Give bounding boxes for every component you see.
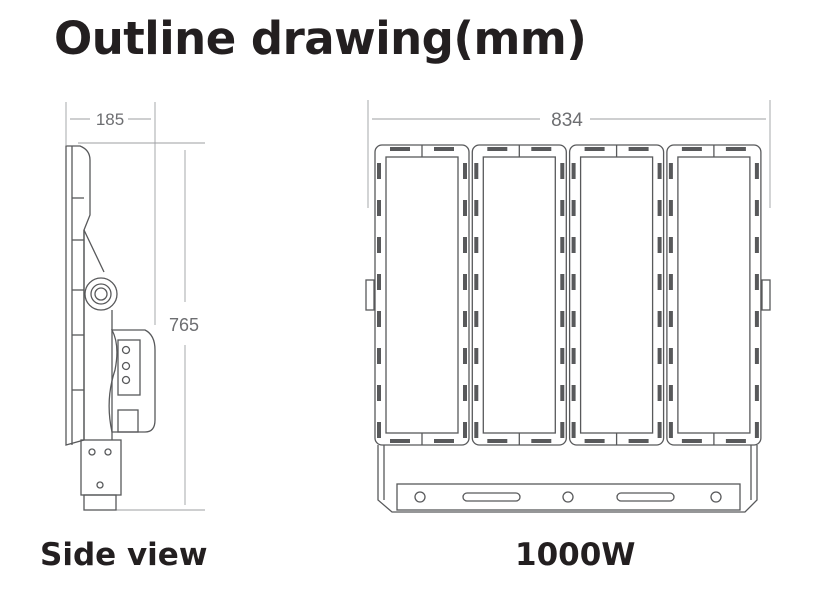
clamp [463, 348, 467, 364]
clamp [474, 163, 479, 179]
clamp [474, 422, 479, 438]
clamp [571, 348, 576, 364]
clamp [668, 385, 673, 401]
clamp [474, 348, 479, 364]
front-width-dimension: 834 [551, 110, 583, 131]
clamp [657, 274, 662, 290]
clamp [584, 439, 605, 443]
led-module [666, 144, 762, 446]
clamp [377, 200, 381, 216]
clamp [434, 439, 454, 443]
clamp [463, 163, 467, 179]
clamp [681, 147, 702, 151]
clamp [725, 147, 746, 151]
clamp [377, 385, 381, 401]
clamp [434, 147, 454, 151]
clamp [463, 274, 467, 290]
clamp [474, 237, 479, 253]
clamp [725, 439, 746, 443]
clamp [487, 439, 508, 443]
clamp [657, 163, 662, 179]
clamp [754, 311, 759, 327]
clamp [463, 200, 467, 216]
clamp [474, 385, 479, 401]
front-view-drawing [365, 100, 771, 513]
clamp [377, 311, 381, 327]
clamp [668, 348, 673, 364]
clamp [754, 422, 759, 438]
clamp [463, 237, 467, 253]
clamp [531, 147, 552, 151]
side-dimension-lines [65, 102, 205, 511]
clamp [560, 274, 565, 290]
clamp [463, 422, 467, 438]
page-title: Outline drawing(mm) [54, 12, 587, 65]
clamp [754, 200, 759, 216]
clamp [560, 200, 565, 216]
clamp [377, 163, 381, 179]
clamp [463, 385, 467, 401]
clamp [463, 311, 467, 327]
clamp [754, 274, 759, 290]
clamp [754, 348, 759, 364]
clamp [377, 348, 381, 364]
clamp [668, 311, 673, 327]
clamp [681, 439, 702, 443]
clamp [668, 274, 673, 290]
clamp [668, 200, 673, 216]
clamp [657, 237, 662, 253]
clamp [628, 147, 649, 151]
clamp [531, 439, 552, 443]
clamp [474, 311, 479, 327]
clamp [571, 422, 576, 438]
clamp [560, 422, 565, 438]
clamp [474, 200, 479, 216]
clamp [560, 237, 565, 253]
clamp [560, 348, 565, 364]
clamp [474, 274, 479, 290]
clamp [657, 422, 662, 438]
clamp [560, 163, 565, 179]
clamp [657, 385, 662, 401]
clamp [377, 237, 381, 253]
clamp [571, 274, 576, 290]
clamp [390, 439, 410, 443]
clamp [657, 348, 662, 364]
clamp [628, 439, 649, 443]
led-module [471, 144, 567, 446]
clamp [560, 311, 565, 327]
clamp [657, 200, 662, 216]
clamp [571, 385, 576, 401]
side-view-caption: Side view [40, 537, 208, 573]
clamp [657, 311, 662, 327]
clamp [377, 274, 381, 290]
clamp [754, 163, 759, 179]
clamp [571, 200, 576, 216]
clamp [584, 147, 605, 151]
clamp [560, 385, 565, 401]
clamp [377, 422, 381, 438]
clamp [390, 147, 410, 151]
clamp [754, 385, 759, 401]
clamp [571, 311, 576, 327]
side-height-dimension: 765 [169, 315, 199, 335]
clamp [668, 163, 673, 179]
clamp [487, 147, 508, 151]
led-module [374, 144, 470, 446]
front-view-caption: 1000W [515, 537, 636, 573]
clamp [571, 163, 576, 179]
clamp [571, 237, 576, 253]
clamp [668, 422, 673, 438]
clamp [754, 237, 759, 253]
clamp [668, 237, 673, 253]
front-dimension-lines [367, 100, 771, 208]
side-width-dimension: 185 [96, 110, 124, 129]
side-view-drawing [65, 102, 205, 511]
led-module [568, 144, 665, 446]
